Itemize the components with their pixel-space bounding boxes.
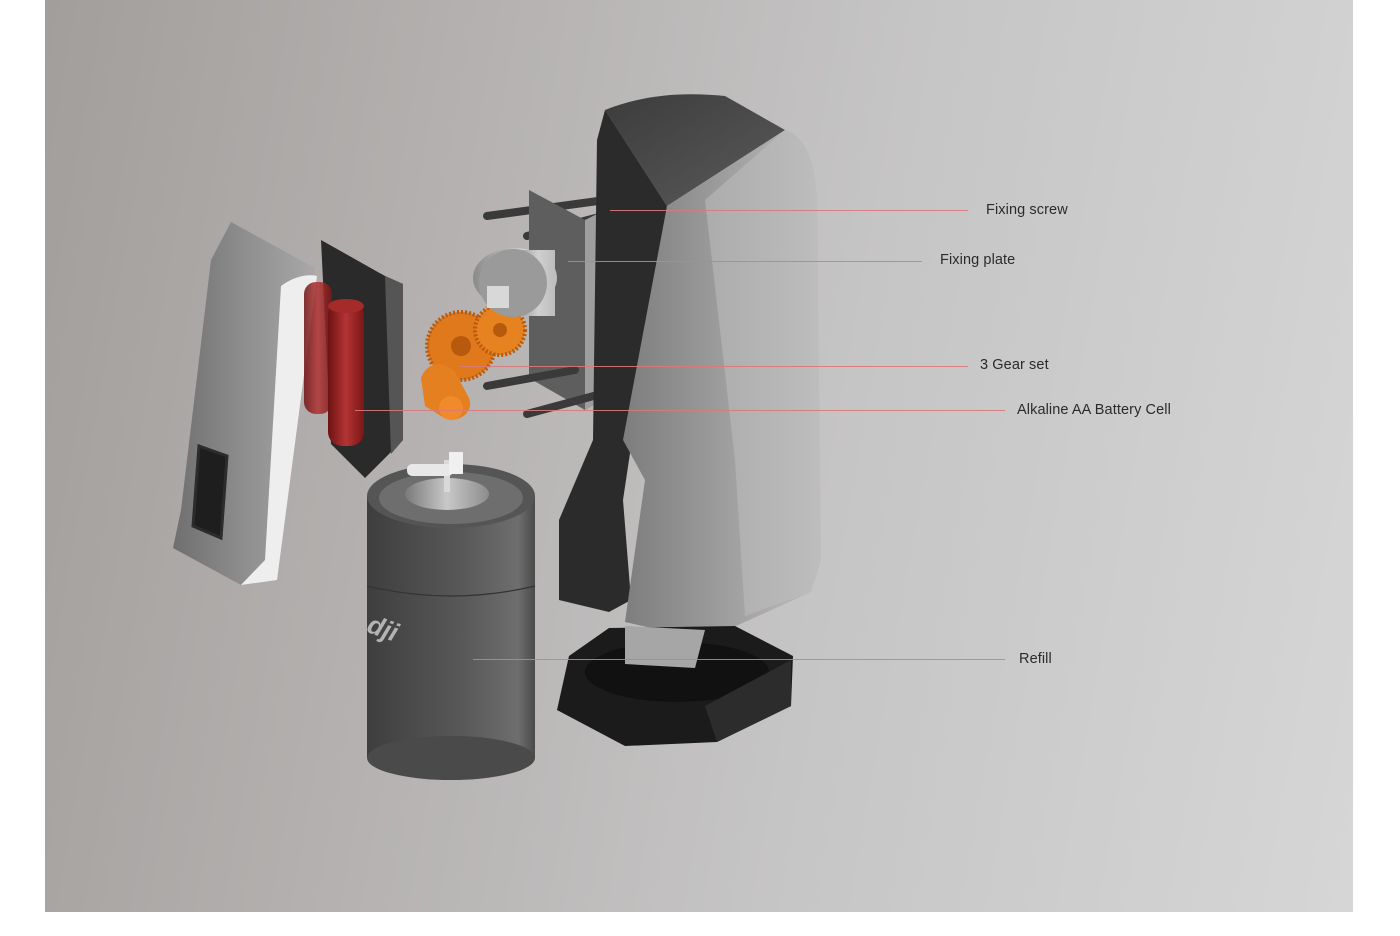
leader-line-gear-set — [460, 366, 968, 367]
gear-set-part — [421, 303, 527, 420]
callout-label-gear-set: 3 Gear set — [980, 357, 1049, 373]
callout-label-refill: Refill — [1019, 651, 1052, 667]
callout-label-battery: Alkaline AA Battery Cell — [1017, 402, 1171, 418]
main-body-part — [559, 94, 821, 640]
leader-line-battery — [355, 410, 1005, 411]
leader-line-fixing-plate — [568, 261, 922, 262]
refill-can-part: dji — [364, 452, 536, 780]
back-shell-part — [173, 222, 317, 585]
leader-line-refill — [473, 659, 1005, 660]
battery-holder-part — [304, 240, 403, 478]
callout-label-fixing-screw: Fixing screw — [986, 202, 1068, 218]
battery-cell-back — [304, 282, 332, 414]
exploded-product-render: dji — [173, 94, 821, 780]
diagram-panel: dji Fixing screw Fixing plate 3 Gear set… — [45, 0, 1353, 912]
leader-line-fixing-screw — [610, 210, 968, 211]
battery-cell-front — [328, 302, 364, 446]
base-part — [557, 626, 793, 746]
callout-label-fixing-plate: Fixing plate — [940, 252, 1016, 268]
